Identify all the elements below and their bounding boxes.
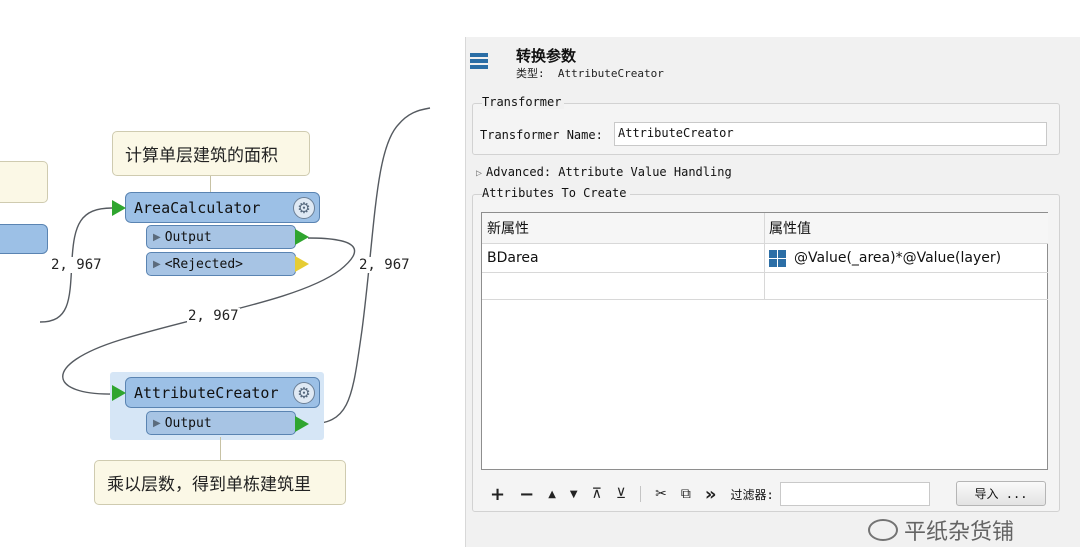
remove-row-button[interactable]: − <box>519 483 535 505</box>
row-divider <box>482 272 1048 273</box>
more-options-button[interactable]: » <box>704 483 717 505</box>
attributes-toolbar: + − ▲ ▼ ⊼ ⊻ ✂ ⧉ » 过滤器: <box>490 481 930 507</box>
port-output[interactable]: ▶ Output <box>146 411 296 435</box>
move-up-button[interactable]: ▲ <box>548 488 556 500</box>
port-rejected[interactable]: ▶ <Rejected> <box>146 252 296 276</box>
triangle-right-icon: ▶ <box>153 231 161 243</box>
column-header-value[interactable]: 属性值 <box>764 213 1048 244</box>
copy-icon[interactable]: ⧉ <box>680 486 691 502</box>
import-button[interactable]: 导入 ... <box>956 481 1046 506</box>
transformer-group-label: Transformer <box>482 95 565 109</box>
gear-icon[interactable]: ⚙ <box>293 197 315 219</box>
attributes-table[interactable]: 新属性 属性值 BDarea @Value(_area)*@Value(laye… <box>481 212 1048 470</box>
row-divider <box>482 299 1048 300</box>
feature-count-middle[interactable]: 2, 967 <box>187 308 240 324</box>
move-bottom-button[interactable]: ⊻ <box>615 486 627 502</box>
parameters-icon <box>470 53 488 75</box>
input-port-flag <box>112 385 126 401</box>
input-port-flag <box>112 200 126 216</box>
filter-input[interactable] <box>779 482 930 506</box>
advanced-attribute-value-handling[interactable]: ▷Advanced: Attribute Value Handling <box>476 165 732 179</box>
triangle-right-icon: ▷ <box>476 168 483 179</box>
add-row-button[interactable]: + <box>490 483 506 505</box>
dialog-type: 类型: AttributeCreator <box>516 67 664 80</box>
transformer-name-label: Transformer Name: <box>480 128 603 142</box>
workbench-canvas[interactable]: 计算单层建筑的面积 AreaCalculator ⚙ ▶ Output ▶ <R… <box>0 0 465 547</box>
wechat-logo-icon <box>868 519 898 541</box>
calculator-icon[interactable] <box>769 249 786 267</box>
cut-icon[interactable]: ✂ <box>655 486 667 502</box>
column-divider <box>764 213 765 299</box>
transformer-parameters-dialog: 转换参数 类型: AttributeCreator Transformer Tr… <box>465 37 1080 547</box>
move-top-button[interactable]: ⊼ <box>591 486 602 502</box>
filter-label: 过滤器: <box>730 487 774 502</box>
triangle-right-icon: ▶ <box>153 258 161 270</box>
toolbar-separator <box>640 486 642 502</box>
partial-annotation-left <box>0 161 48 203</box>
transformer-area-calculator[interactable]: AreaCalculator ⚙ <box>125 192 320 223</box>
transformer-area-calculator-name: AreaCalculator <box>134 198 261 217</box>
move-down-button[interactable]: ▼ <box>569 488 578 500</box>
annotation-area[interactable]: 计算单层建筑的面积 <box>112 131 310 176</box>
rejected-port-flag[interactable] <box>295 256 309 272</box>
gear-icon[interactable]: ⚙ <box>293 382 315 404</box>
annotation-layer-connector <box>220 437 221 460</box>
attributes-group-label: Attributes To Create <box>482 186 630 200</box>
partial-node-left <box>0 224 48 254</box>
table-row-attribute[interactable]: BDarea <box>487 250 539 266</box>
triangle-right-icon: ▶ <box>153 417 161 429</box>
port-output[interactable]: ▶ Output <box>146 225 296 249</box>
watermark: 平纸杂货铺 <box>868 514 1014 546</box>
dialog-title: 转换参数 <box>516 47 577 65</box>
annotation-layer-text: 乘以层数，得到单栋建筑里 <box>107 475 311 495</box>
feature-count-left[interactable]: 2, 967 <box>50 257 103 273</box>
feature-count-right[interactable]: 2, 967 <box>358 257 411 273</box>
output-port-flag[interactable] <box>295 229 309 245</box>
output-port-flag[interactable] <box>295 416 309 432</box>
transformer-attribute-creator[interactable]: AttributeCreator ⚙ <box>125 377 320 408</box>
transformer-name-input[interactable]: AttributeCreator <box>614 122 1047 146</box>
column-header-attribute[interactable]: 新属性 <box>482 213 764 244</box>
table-row-value[interactable]: @Value(_area)*@Value(layer) <box>764 244 1048 272</box>
wire-attribute-out <box>307 107 431 425</box>
annotation-layer[interactable]: 乘以层数，得到单栋建筑里 <box>94 460 346 505</box>
annotation-area-text: 计算单层建筑的面积 <box>125 146 278 166</box>
transformer-attribute-creator-name: AttributeCreator <box>134 383 279 402</box>
annotation-area-connector <box>210 176 211 192</box>
